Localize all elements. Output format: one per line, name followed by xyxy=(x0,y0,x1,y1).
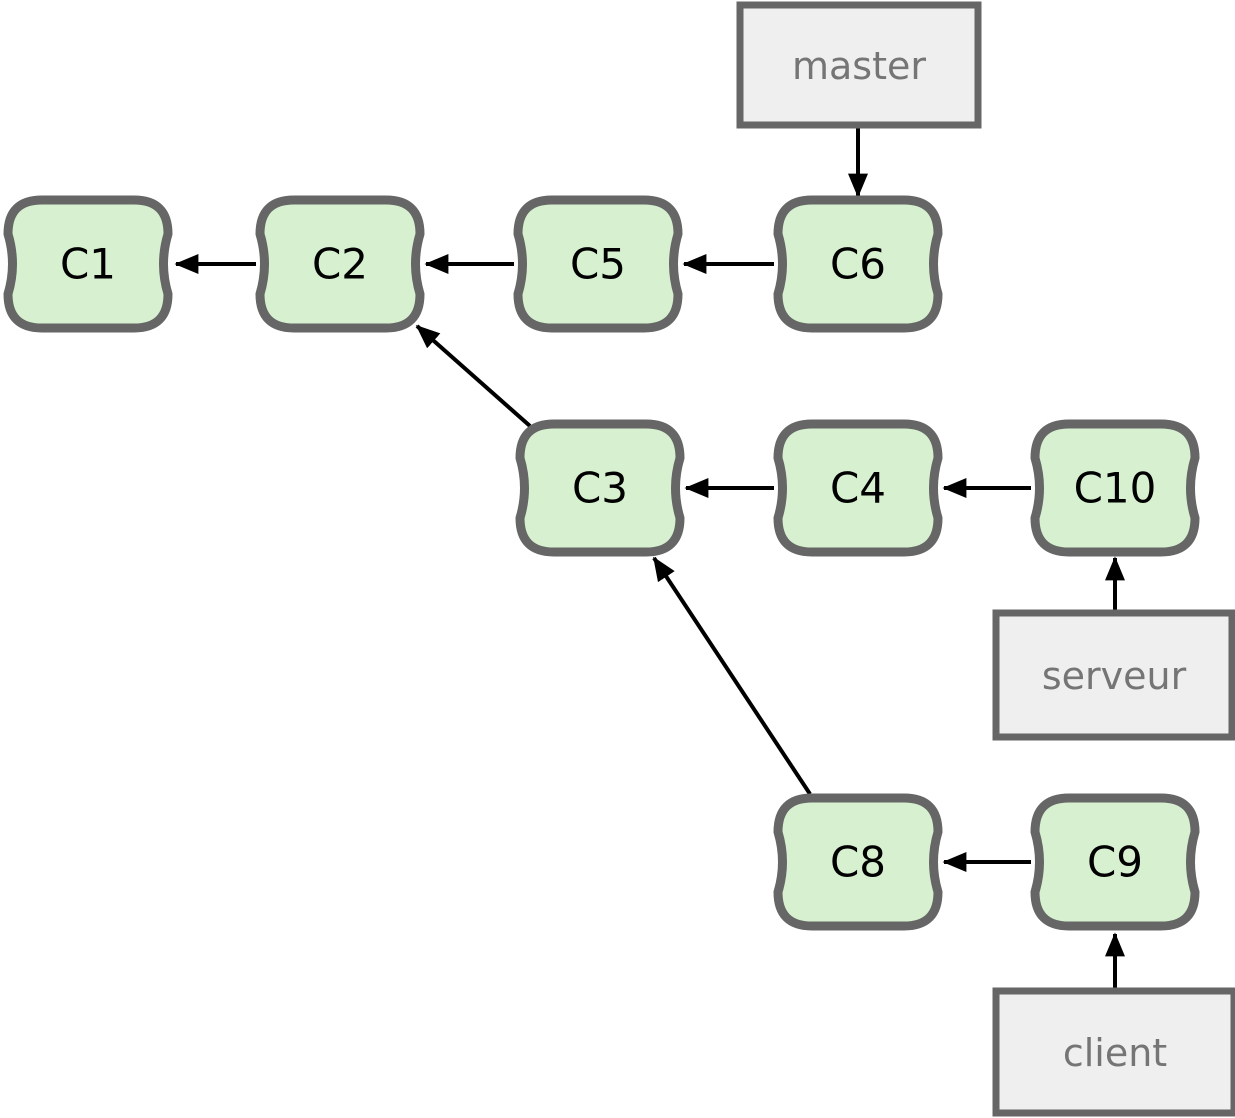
commit-label: C6 xyxy=(830,240,886,289)
commit-node-c10: C10 xyxy=(1030,419,1200,557)
commit-node-shape xyxy=(513,195,683,333)
branch-label: serveur xyxy=(1042,654,1187,698)
commit-node-c2: C2 xyxy=(255,195,425,333)
commit-nodes-layer: C1 C2 C5 C6 C3 C4 C10 C8 xyxy=(3,195,1200,931)
commit-node-c6: C6 xyxy=(773,195,943,333)
branch-box-shape xyxy=(992,609,1235,741)
commit-node-shape xyxy=(1030,793,1200,931)
commit-label: C2 xyxy=(312,240,368,289)
commit-node-shape xyxy=(773,793,943,931)
commit-node-shape xyxy=(3,195,173,333)
commit-node-shape xyxy=(773,419,943,557)
branch-labels-layer: master serveur client xyxy=(736,1,1235,1117)
commit-node-shape xyxy=(773,195,943,333)
edge-c8-to-c3 xyxy=(652,556,812,796)
commit-label: C3 xyxy=(572,464,628,513)
commit-label: C1 xyxy=(60,240,116,289)
branch-box-shape xyxy=(992,987,1235,1117)
branch-label: master xyxy=(792,44,926,88)
commit-label: C10 xyxy=(1074,464,1157,513)
commit-node-shape xyxy=(1030,419,1200,557)
commit-label: C5 xyxy=(570,240,626,289)
branch-label: client xyxy=(1063,1031,1167,1075)
commit-label: C9 xyxy=(1087,838,1143,887)
commit-node-c3: C3 xyxy=(515,419,685,557)
branch-box-master: master xyxy=(736,1,982,129)
commit-node-c4: C4 xyxy=(773,419,943,557)
branch-box-client: client xyxy=(992,987,1235,1117)
branch-box-serveur: serveur xyxy=(992,609,1235,741)
commit-label: C4 xyxy=(830,464,886,513)
commit-node-shape xyxy=(515,419,685,557)
commit-node-shape xyxy=(255,195,425,333)
commit-label: C8 xyxy=(830,838,886,887)
edges-layer xyxy=(174,128,1125,988)
commit-node-c8: C8 xyxy=(773,793,943,931)
commit-node-c9: C9 xyxy=(1030,793,1200,931)
commit-node-c5: C5 xyxy=(513,195,683,333)
branch-box-shape xyxy=(736,1,982,129)
edge-c3-to-c2 xyxy=(415,324,532,428)
commit-node-c1: C1 xyxy=(3,195,173,333)
